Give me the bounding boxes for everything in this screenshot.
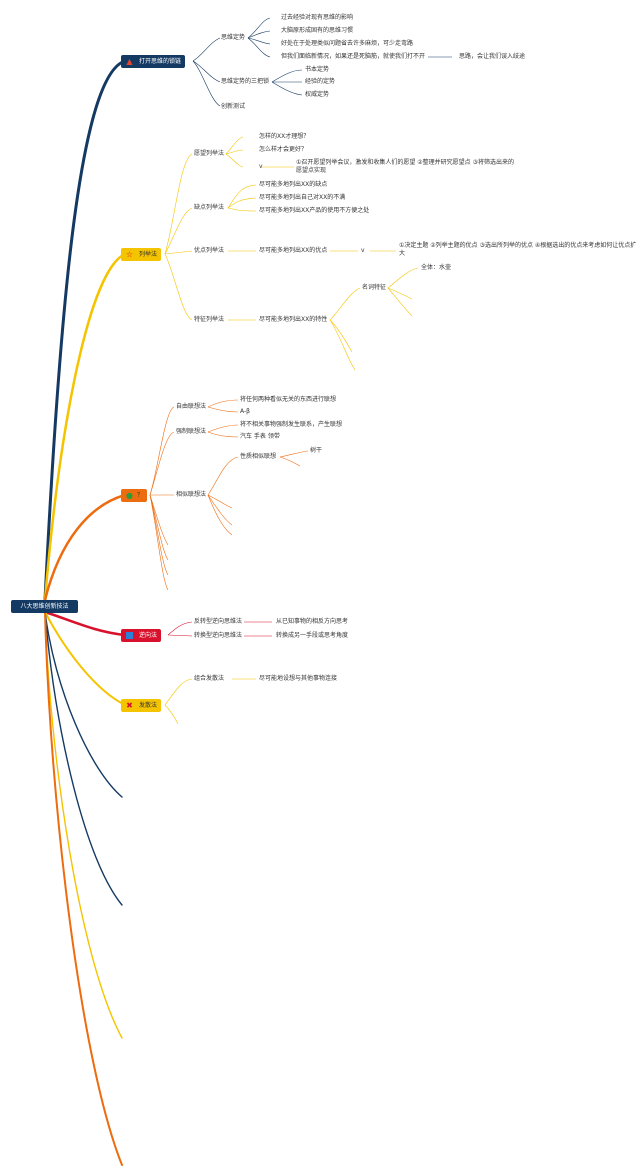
leaf[interactable]: ①召开愿望列举会议，激发和收集人们的愿望 ②整理并研究愿望点 ③将筛选出来的愿望… xyxy=(296,159,514,174)
branch-label: ？ xyxy=(137,492,144,499)
square-icon xyxy=(126,632,133,639)
node-feature-listing[interactable]: 特征列举法 xyxy=(194,316,225,323)
node-defect-listing[interactable]: 缺点列举法 xyxy=(194,204,225,211)
branch-listing-method[interactable]: ☆ 列举法 xyxy=(121,248,162,261)
leaf[interactable]: 从已知事物的相反方向思考 xyxy=(276,618,349,625)
leaf[interactable]: v xyxy=(361,247,365,254)
node-forced-association[interactable]: 强制联想法 xyxy=(176,428,207,435)
leaf[interactable]: 书本定势 xyxy=(305,66,330,73)
node-thinking-set[interactable]: 思维定势 xyxy=(221,34,246,41)
leaf[interactable]: 但我们面临新情况，如果还是死脑筋，就使我们打不开 xyxy=(281,53,426,60)
node-wish-listing[interactable]: 愿望列举法 xyxy=(194,150,225,157)
tools-icon: ✖ xyxy=(126,701,133,710)
leaf[interactable]: ①决定主题 ②列举主题的优点 ③选出所列举的优点 ④根据选出的优点来考虑如何让优… xyxy=(399,242,637,257)
leaf[interactable]: 树干 xyxy=(310,447,323,454)
leaf[interactable]: 将不相关事物强制发生联系，产生联想 xyxy=(240,421,343,428)
leaf-icon: ● xyxy=(126,491,133,500)
leaf[interactable]: v xyxy=(259,163,263,170)
star-icon: ☆ xyxy=(125,250,134,259)
leaf[interactable]: 汽车 手表 领带 xyxy=(240,433,280,440)
node-combination-divergent[interactable]: 组合发散法 xyxy=(194,675,225,682)
node-noun-feature[interactable]: 名词特征 xyxy=(362,284,387,291)
leaf[interactable]: 过去经验对现有思维的影响 xyxy=(281,14,354,21)
node-free-association[interactable]: 自由联想法 xyxy=(176,403,207,410)
branch-unlock-thinking[interactable]: ▲ 打开思维的锁链 xyxy=(121,55,186,68)
branch-label: 逆向法 xyxy=(139,632,158,639)
leaf[interactable]: 怎么样才会更好？ xyxy=(259,146,308,153)
leaf[interactable]: 大脑原形成固有的思维习惯 xyxy=(281,27,354,34)
node-innovation-test[interactable]: 创新测试 xyxy=(221,103,246,110)
leaf[interactable]: A-β xyxy=(240,408,250,415)
branch-reverse-method[interactable]: 逆向法 xyxy=(121,629,162,642)
branch-label: 列举法 xyxy=(139,251,158,258)
branch-association-method[interactable]: ● ？ xyxy=(121,489,148,502)
leaf[interactable]: 经验的定势 xyxy=(305,78,336,85)
node-three-locks[interactable]: 思维定势的三把锁 xyxy=(221,78,270,85)
branch-label: 发散法 xyxy=(139,702,158,709)
node-merit-listing[interactable]: 优点列举法 xyxy=(194,247,225,254)
fire-icon: ▲ xyxy=(126,57,133,66)
leaf[interactable]: 转换成另一手段或思考角度 xyxy=(276,632,349,639)
branch-label: 打开思维的锁链 xyxy=(139,58,182,65)
root-topic[interactable]: 八大思维创新技法 xyxy=(11,600,78,613)
node-conversion-thinking[interactable]: 转换型逆向思维法 xyxy=(194,632,243,639)
leaf[interactable]: 尽可能多地列出自己对XX的不满 xyxy=(259,194,346,201)
leaf[interactable]: 权威定势 xyxy=(305,91,330,98)
leaf[interactable]: 尽可能地设想与其他事物连接 xyxy=(259,675,338,682)
leaf[interactable]: 好处在于处理类似问题省去许多麻烦，可少走弯路 xyxy=(281,40,414,47)
leaf[interactable]: 将任何两种看似无关的东西进行联想 xyxy=(240,396,337,403)
leaf[interactable]: 尽可能多地列出XX的特性 xyxy=(259,316,328,323)
node-similar-association[interactable]: 相似联想法 xyxy=(176,491,207,498)
branch-divergent-method[interactable]: ✖ 发散法 xyxy=(121,699,162,712)
node-property-similarity[interactable]: 性质相似联想 xyxy=(240,453,277,460)
leaf[interactable]: 尽可能多地列出XX的优点 xyxy=(259,247,328,254)
leaf[interactable]: 思路，会让我们误入歧途 xyxy=(459,53,526,60)
leaf[interactable]: 尽可能多地列出XX产品的使用不方便之处 xyxy=(259,207,370,214)
leaf[interactable]: 全体：水壶 xyxy=(421,264,452,271)
leaf[interactable]: 怎样的XX才理想？ xyxy=(259,133,310,140)
node-reversal-thinking[interactable]: 反转型逆向思维法 xyxy=(194,618,243,625)
leaf[interactable]: 尽可能多地列出XX的缺点 xyxy=(259,181,328,188)
